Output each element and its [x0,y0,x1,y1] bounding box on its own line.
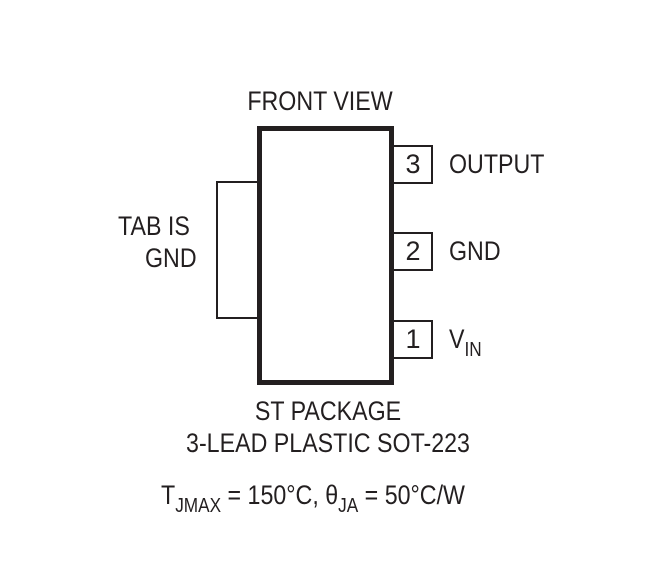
pin-2-name: GND [449,236,501,266]
theta-value: = 50°C/W [358,480,465,510]
pin-1-lead [389,320,433,359]
package-description: 3-LEAD PLASTIC SOT-223 [186,428,470,458]
pin-3-number: 3 [405,149,421,179]
pin-2-number: 2 [405,236,421,266]
pin-1-name-main: V [449,324,465,354]
tj-sub: JMAX [175,495,222,517]
package-tab [216,181,259,319]
theta-sub: JA [338,495,359,517]
package-name: ST PACKAGE [254,396,402,426]
pin-3-name: OUTPUT [449,149,545,179]
pin-3-lead [389,145,433,184]
package-body [257,126,394,385]
tab-label-line2: GND [145,243,197,273]
tab-label-line1: TAB IS [118,211,190,241]
tj-symbol: T [161,480,176,510]
front-view-title: FRONT VIEW [247,86,393,116]
pin-2-lead [389,232,433,271]
tj-value: = 150°C, [221,480,326,510]
pin-1-number: 1 [405,324,421,354]
theta-symbol: θ [325,480,339,510]
pin-1-name: VIN [449,324,482,365]
thermal-specs: TJMAX = 150°C, θJA = 50°C/W [161,480,465,521]
pin-1-name-sub: IN [464,339,482,361]
